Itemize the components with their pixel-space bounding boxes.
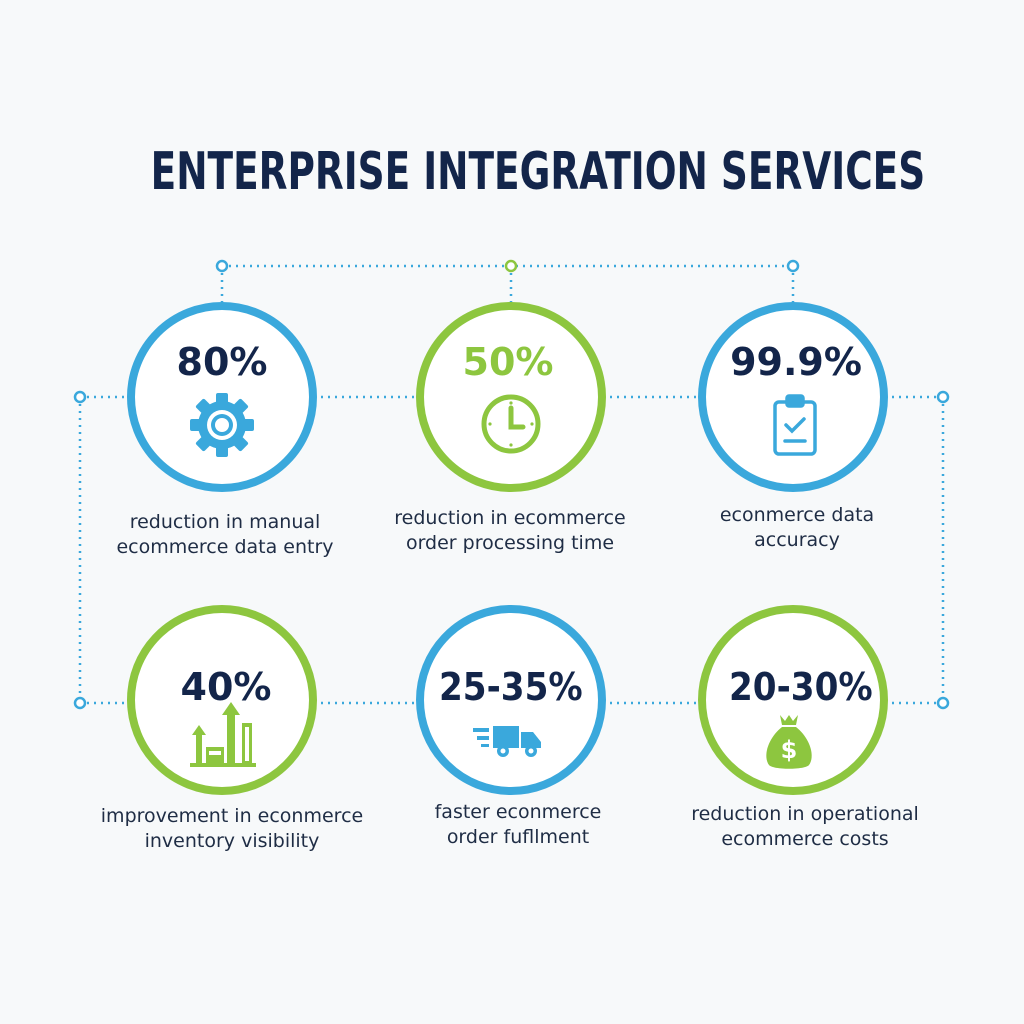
metric-value: 40% bbox=[180, 665, 272, 709]
dotted-connectors bbox=[78, 264, 945, 705]
gear-icon bbox=[190, 393, 254, 457]
money-bag-icon: $ bbox=[766, 715, 812, 769]
metric-value: 80% bbox=[176, 340, 268, 384]
connector-node bbox=[936, 696, 950, 710]
metric-value: 99.9% bbox=[730, 340, 862, 384]
metric-value: 20-30% bbox=[729, 665, 873, 709]
connector-node bbox=[786, 259, 800, 273]
connector-node bbox=[73, 390, 87, 404]
title-text: ENTERPRISE INTEGRATION SERVICES bbox=[150, 142, 926, 202]
clock-icon bbox=[481, 394, 541, 454]
connector-node bbox=[73, 696, 87, 710]
metric-ring bbox=[698, 605, 888, 795]
clipboard-check-icon bbox=[773, 394, 817, 456]
delivery-truck-icon bbox=[473, 726, 541, 757]
svg-text:$: $ bbox=[781, 736, 798, 764]
metric-ring bbox=[416, 605, 606, 795]
metric-value: 50% bbox=[462, 340, 554, 384]
growth-chart-icon bbox=[190, 702, 256, 767]
connector-node bbox=[504, 259, 518, 273]
metric-ring bbox=[127, 605, 317, 795]
page-title: ENTERPRISE INTEGRATION SERVICES bbox=[0, 142, 1024, 202]
metric-value: 25-35% bbox=[439, 665, 583, 709]
connector-node bbox=[215, 259, 229, 273]
connector-node bbox=[936, 390, 950, 404]
